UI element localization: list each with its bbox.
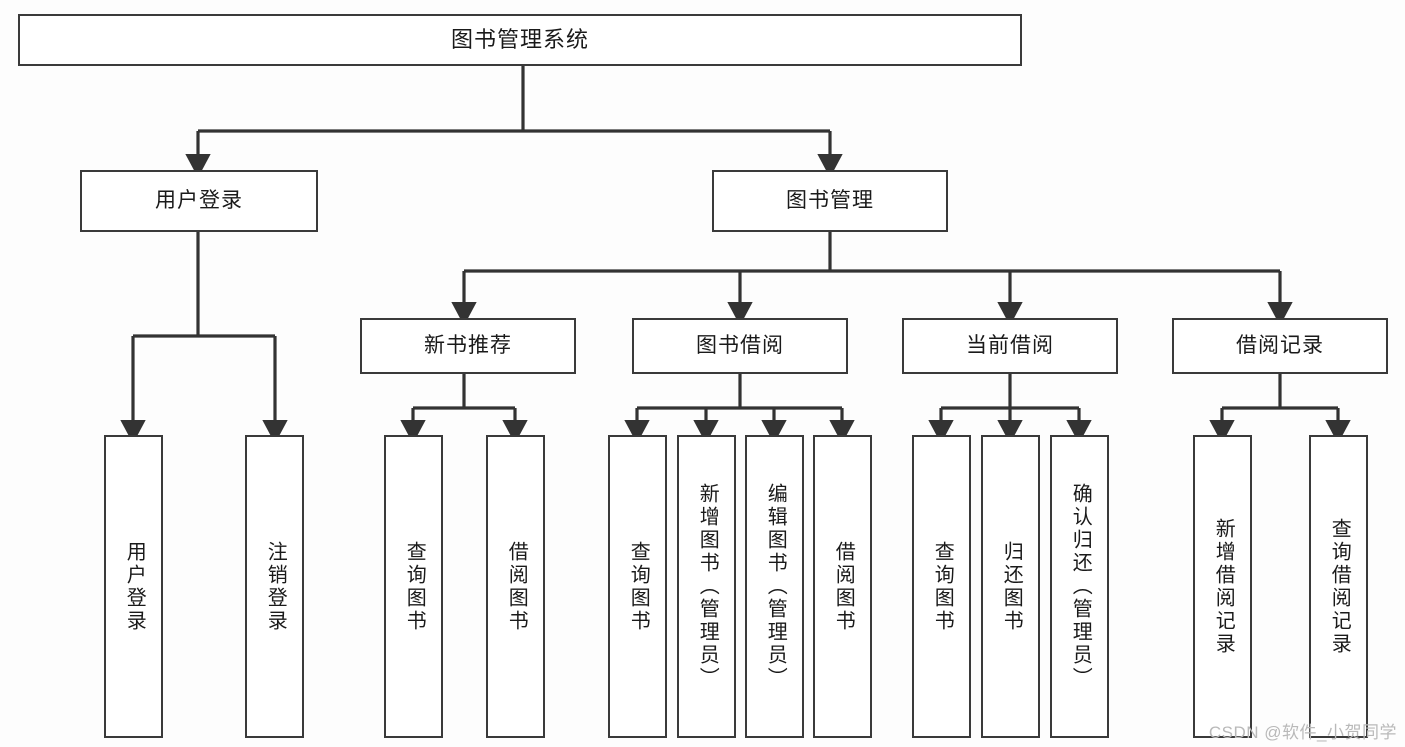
node-leaf-return-book[interactable]: 归还图书: [981, 435, 1040, 738]
node-leaf-confirm-return-admin-label: 确认归还（管理员）: [1069, 483, 1092, 690]
node-leaf-edit-book-admin[interactable]: 编辑图书（管理员）: [745, 435, 804, 738]
node-leaf-add-book-admin[interactable]: 新增图书（管理员）: [677, 435, 736, 738]
node-leaf-add-borrow-record-label: 新增借阅记录: [1212, 517, 1235, 656]
node-new-book-recommend[interactable]: 新书推荐: [360, 318, 576, 374]
node-leaf-borrow-book-2-label: 借阅图书: [832, 540, 855, 633]
node-leaf-user-login-label: 用户登录: [123, 540, 146, 633]
node-leaf-add-book-admin-label: 新增图书（管理员）: [696, 483, 719, 690]
node-book-management[interactable]: 图书管理: [712, 170, 948, 232]
node-new-book-recommend-label: 新书推荐: [424, 333, 512, 357]
node-current-borrow[interactable]: 当前借阅: [902, 318, 1118, 374]
node-root[interactable]: 图书管理系统: [18, 14, 1022, 66]
node-leaf-borrow-book-1-label: 借阅图书: [505, 540, 528, 633]
node-leaf-confirm-return-admin[interactable]: 确认归还（管理员）: [1050, 435, 1109, 738]
node-leaf-logout-login[interactable]: 注销登录: [245, 435, 304, 738]
node-book-borrow-label: 图书借阅: [696, 333, 784, 357]
node-leaf-edit-book-admin-label: 编辑图书（管理员）: [764, 483, 787, 690]
node-leaf-query-book-1[interactable]: 查询图书: [384, 435, 443, 738]
node-borrow-record-label: 借阅记录: [1236, 333, 1324, 357]
node-current-borrow-label: 当前借阅: [966, 333, 1054, 357]
node-leaf-query-book-2[interactable]: 查询图书: [608, 435, 667, 738]
node-leaf-query-book-3[interactable]: 查询图书: [912, 435, 971, 738]
node-leaf-add-borrow-record[interactable]: 新增借阅记录: [1193, 435, 1252, 738]
node-user-login-label: 用户登录: [155, 188, 243, 212]
node-leaf-logout-login-label: 注销登录: [264, 540, 287, 633]
watermark-text: CSDN @软件_小贺同学: [1208, 723, 1397, 742]
node-leaf-query-book-3-label: 查询图书: [931, 540, 954, 633]
node-leaf-return-book-label: 归还图书: [1000, 540, 1023, 633]
node-leaf-borrow-book-1[interactable]: 借阅图书: [486, 435, 545, 738]
node-borrow-record[interactable]: 借阅记录: [1172, 318, 1388, 374]
node-leaf-query-borrow-record[interactable]: 查询借阅记录: [1309, 435, 1368, 738]
node-leaf-borrow-book-2[interactable]: 借阅图书: [813, 435, 872, 738]
node-book-management-label: 图书管理: [786, 188, 874, 212]
node-leaf-query-borrow-record-label: 查询借阅记录: [1328, 517, 1351, 656]
node-leaf-query-book-1-label: 查询图书: [403, 540, 426, 633]
node-book-borrow[interactable]: 图书借阅: [632, 318, 848, 374]
node-root-label: 图书管理系统: [450, 27, 589, 53]
node-leaf-query-book-2-label: 查询图书: [627, 540, 650, 633]
node-leaf-user-login[interactable]: 用户登录: [104, 435, 163, 738]
node-user-login[interactable]: 用户登录: [80, 170, 318, 232]
